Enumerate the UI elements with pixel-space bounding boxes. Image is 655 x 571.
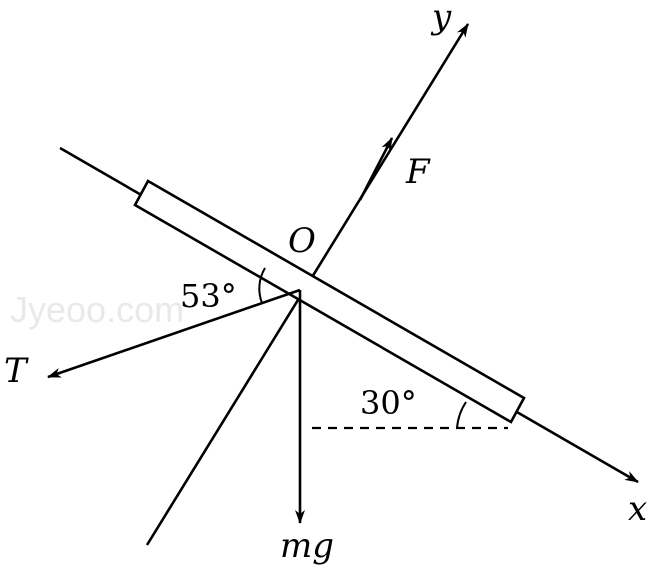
angle-30-label: 30° (360, 384, 417, 422)
angle-53-arc (258, 267, 266, 304)
force-t-label: T (4, 351, 29, 391)
force-t-arrow (47, 288, 301, 379)
angle-30-arc (456, 401, 467, 429)
y-axis-label: y (430, 0, 452, 37)
angle-53-label: 53° (180, 277, 237, 315)
watermark: Jyeoo.com (10, 289, 184, 330)
force-f-label: F (405, 152, 431, 192)
x-axis-label: x (628, 489, 647, 529)
force-f-arrow (358, 137, 394, 201)
weight-label: mg (280, 526, 334, 566)
rod (133, 179, 526, 424)
origin-label: O (288, 221, 316, 261)
